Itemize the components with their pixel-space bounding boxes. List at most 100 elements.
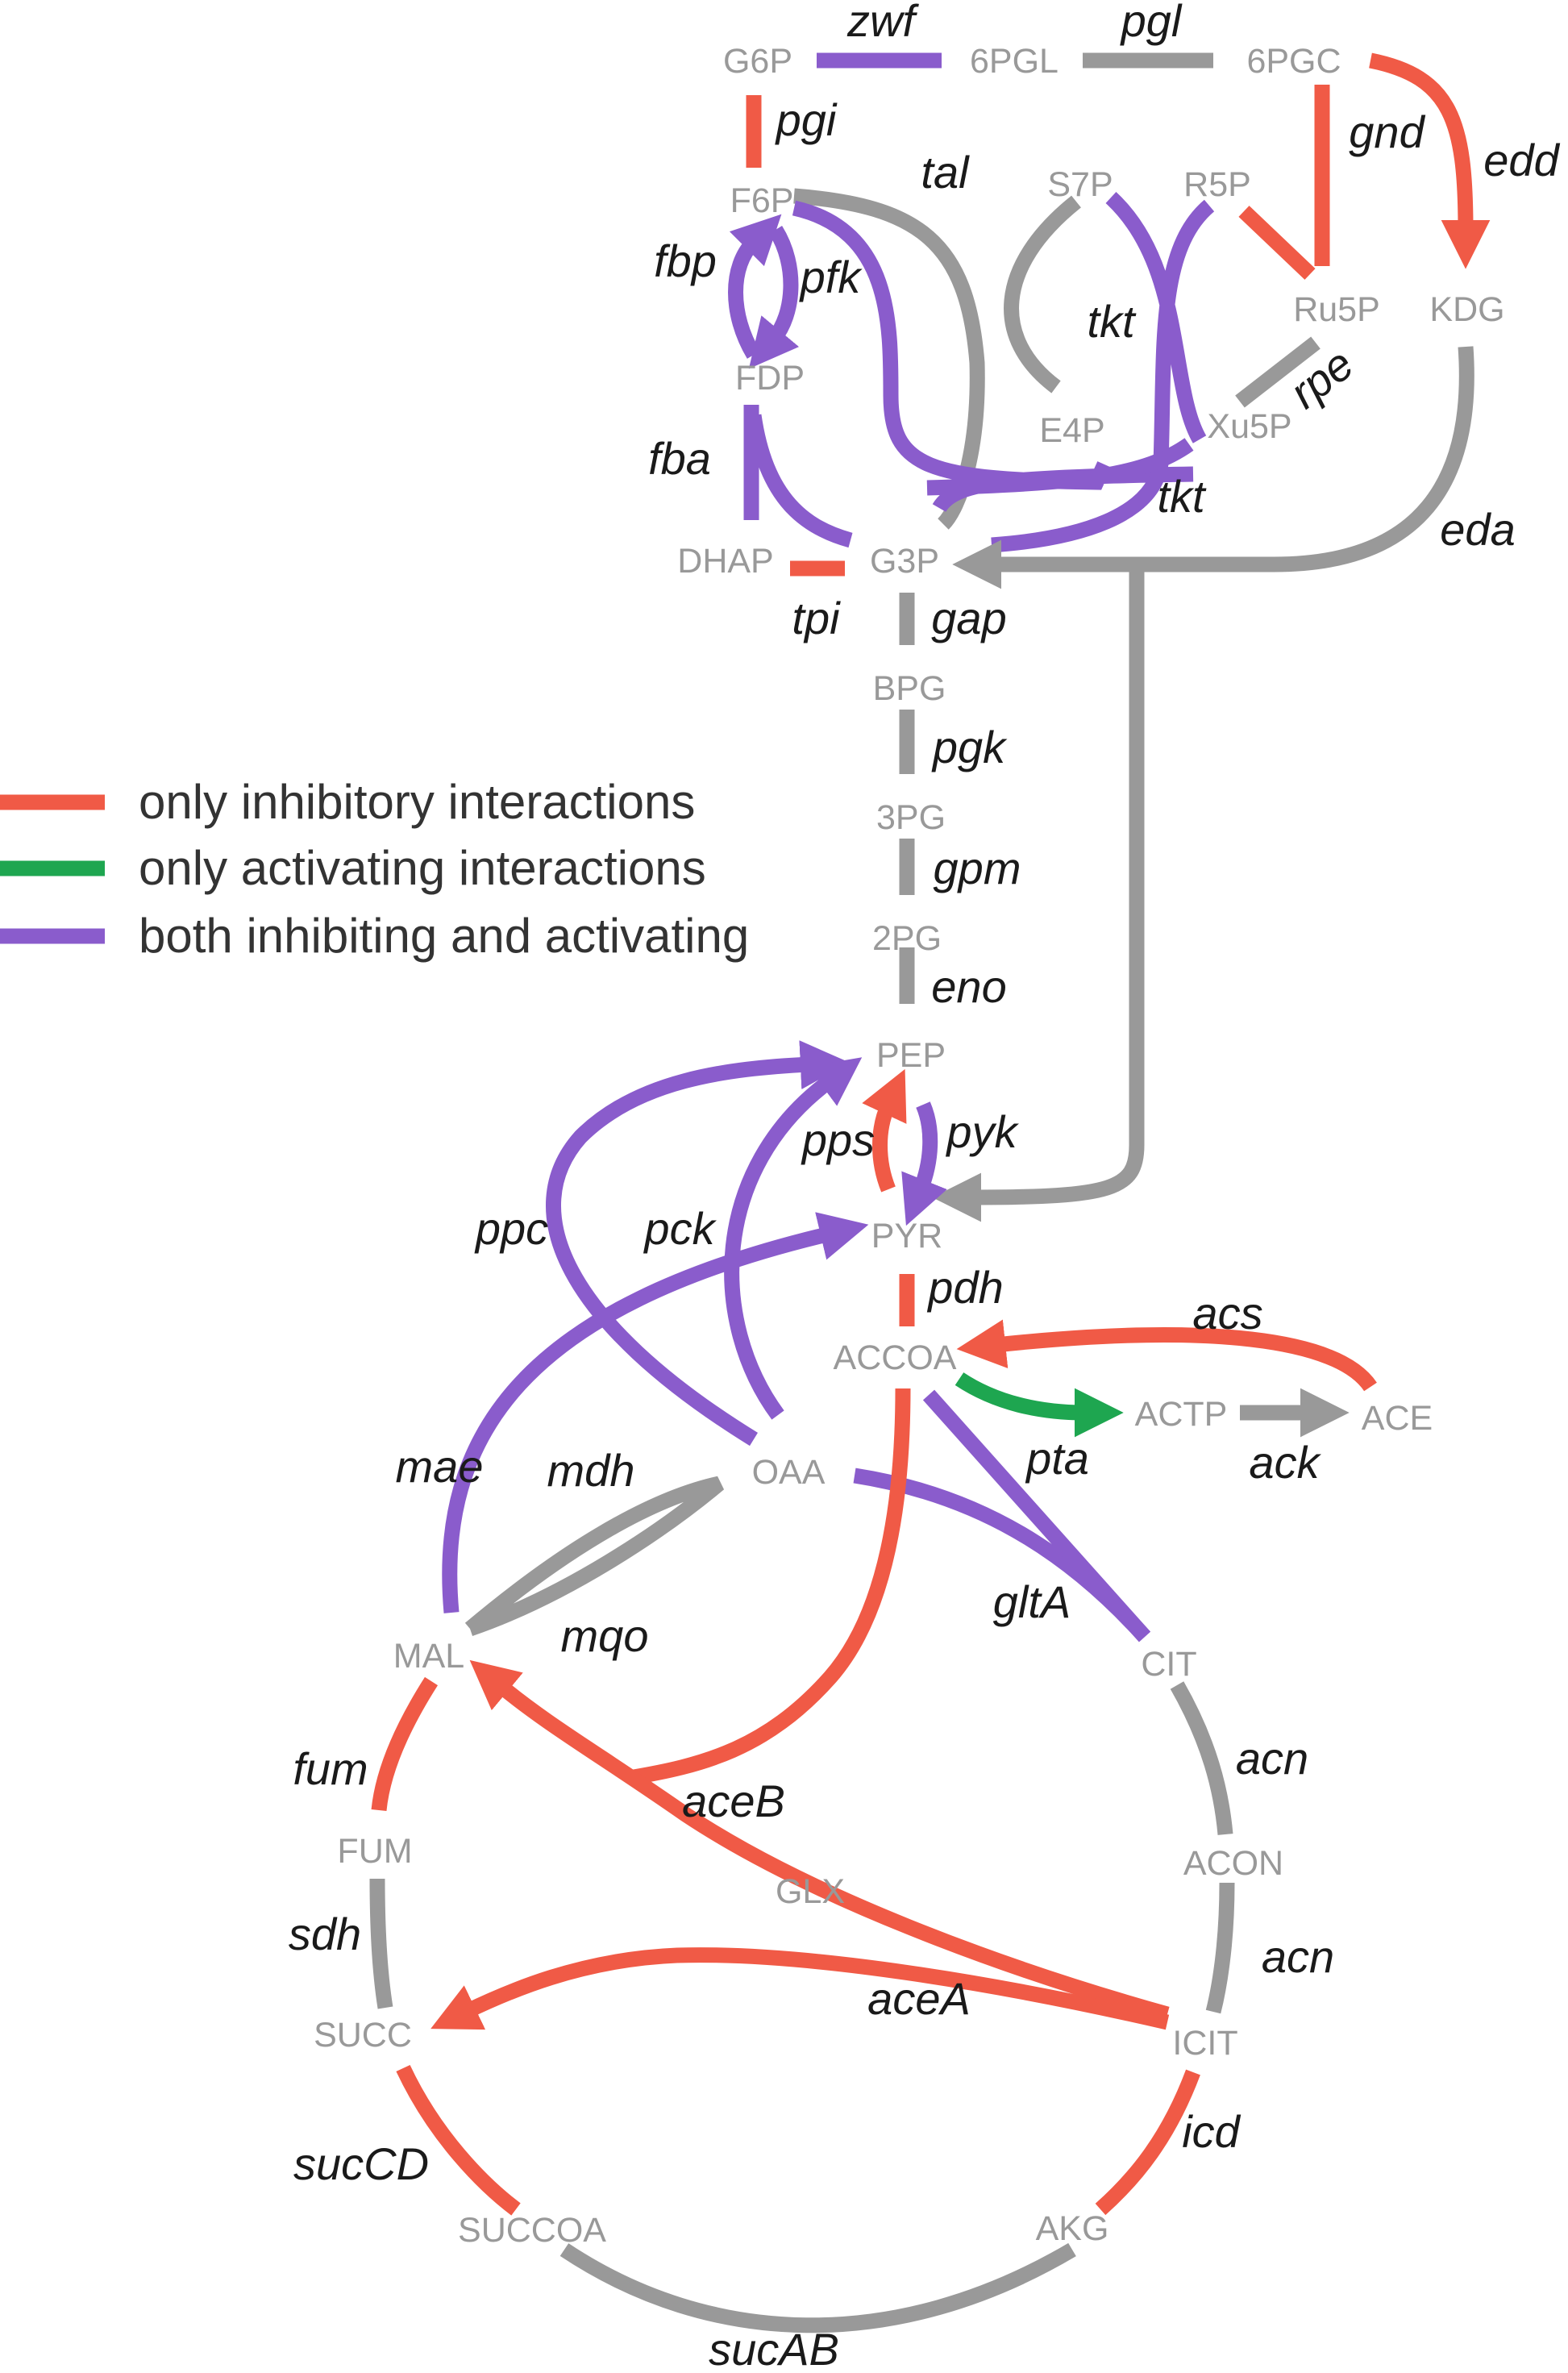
enzyme-edd: edd [1483,135,1560,185]
metabolite-labels: G6P 6PGL 6PGC F6P S7P R5P Ru5P KDG FDP E… [314,42,1505,2250]
edge-eda-down [932,564,1145,1222]
enzyme-zwf: zwf [846,0,919,46]
legend-item-activating: only activating interactions [0,841,706,895]
enzyme-ppc: ppc [474,1203,548,1254]
edge-sucCD [396,2064,521,2216]
enzyme-eda: eda [1440,504,1515,555]
edge-mdh [464,1476,725,1636]
edge-icd [1095,2069,1200,2216]
edge-pfk [748,225,800,369]
enzyme-eno: eno [931,961,1006,1012]
legend: only inhibitory interactions only activa… [0,775,749,963]
metabolite-xu5p: Xu5P [1207,407,1291,446]
metabolite-f6p: F6P [730,181,794,220]
metabolite-succ: SUCC [314,2016,412,2055]
edge-ppc [546,1040,850,1447]
enzyme-pgk: pgk [931,722,1008,772]
metabolite-2pg: 2PG [872,919,942,958]
metabolite-pep: PEP [876,1036,946,1075]
edge-eda [952,346,1474,589]
edge-pta [955,1372,1124,1438]
enzyme-aceB: aceB [682,1776,785,1826]
enzyme-gap: gap [931,593,1006,643]
metabolite-oaa: OAA [752,1453,826,1492]
enzyme-fbp: fbp [654,235,717,286]
legend-label-activating: only activating interactions [139,841,706,895]
legend-label-both: both inhibiting and activating [139,909,749,963]
enzyme-ack: ack [1249,1437,1321,1488]
metabolite-kdg: KDG [1429,290,1504,329]
enzyme-pgi: pgi [775,94,838,145]
edge-aceB [469,1659,1170,2022]
enzyme-pdh: pdh [926,1262,1003,1313]
enzyme-pfk: pfk [799,252,863,302]
edge-aceA [430,1947,1170,2030]
metabolite-ace: ACE [1362,1399,1433,1438]
enzyme-tal: tal [921,147,970,198]
metabolite-6pgl: 6PGL [970,42,1059,81]
metabolite-3pg: 3PG [876,798,946,837]
reaction-edges [369,52,1491,2333]
enzyme-sucAB: sucAB [709,2324,839,2373]
metabolite-bpg: BPG [873,669,946,708]
metabolite-mal: MAL [393,1637,464,1676]
enzyme-tpi: tpi [792,593,841,643]
enzyme-pta: pta [1025,1433,1089,1484]
edge-sucAB [559,2242,1076,2333]
enzyme-aceA: aceA [867,1973,971,2024]
enzyme-acs: acs [1192,1288,1262,1338]
edge-fbp [728,214,782,359]
metabolite-g3p: G3P [870,542,939,581]
enzyme-pyk: pyk [945,1106,1019,1157]
metabolite-e4p: E4P [1039,411,1104,450]
metabolite-icit: ICIT [1172,2024,1237,2063]
enzyme-labels: zwf pgl pgi gnd edd tal fbp pfk tkt rpe … [289,0,1561,2373]
legend-item-both: both inhibiting and activating [0,909,749,963]
enzyme-acn2: acn [1262,1931,1334,1982]
metabolite-r5p: R5P [1183,165,1251,204]
enzyme-sdh: sdh [289,1909,361,1959]
enzyme-gnd: gnd [1349,106,1425,157]
legend-item-inhibitory: only inhibitory interactions [0,775,695,829]
edge-gnd [1238,85,1330,280]
metabolite-actp: ACTP [1135,1395,1228,1434]
edge-pps [862,1068,907,1193]
enzyme-mdh: mdh [547,1445,635,1496]
legend-label-inhibitory: only inhibitory interactions [139,775,695,829]
metabolite-akg: AKG [1036,2209,1109,2248]
edge-tkt-xu5p [926,438,1194,496]
enzyme-gpm: gpm [934,843,1021,893]
edge-fum [371,1676,439,1812]
metabolite-fdp: FDP [735,359,805,398]
edge-acs [956,1319,1377,1392]
enzyme-mae: mae [396,1441,484,1492]
metabolite-fum: FUM [337,1832,412,1871]
metabolite-glx: GLX [776,1872,845,1911]
enzyme-pgl: pgl [1120,0,1183,46]
edge-accoa-aceB [627,1388,911,1786]
metabolite-cit: CIT [1141,1645,1196,1684]
enzyme-icd: icd [1182,2106,1241,2157]
metabolite-g6p: G6P [723,42,792,81]
enzyme-fum: fum [293,1743,368,1794]
enzyme-mqo: mqo [561,1610,649,1661]
edge-fba [743,405,853,548]
enzyme-gltA: gltA [993,1576,1071,1627]
enzyme-acn1: acn [1236,1733,1308,1784]
metabolite-succoa: SUCCOA [458,2211,606,2250]
metabolite-accoa: ACCOA [834,1338,957,1377]
enzyme-rpe: rpe [1280,338,1363,418]
enzyme-fba: fba [648,433,711,484]
metabolite-s7p: S7P [1047,165,1113,204]
edge-pck [724,1057,863,1420]
enzyme-sucCD: sucCD [293,2138,429,2189]
edge-sdh [369,1878,393,2009]
enzyme-tkt2: tkt [1157,471,1207,522]
metabolite-ru5p: Ru5P [1293,290,1380,329]
enzyme-pck: pck [643,1203,717,1254]
metabolite-pyr: PYR [871,1217,942,1255]
edge-gltA-accoa [922,1389,1151,1642]
edge-mae [442,1212,869,1613]
edge-pyk [901,1101,947,1226]
